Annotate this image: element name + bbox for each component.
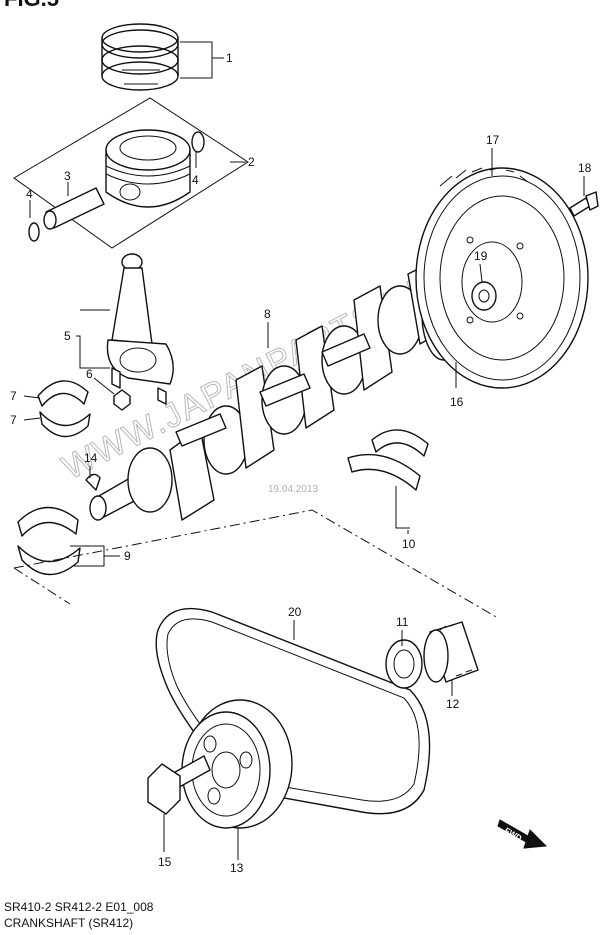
rod-nut (113, 389, 131, 411)
pin-circlip-left (28, 222, 40, 242)
callout-2: 2 (248, 155, 255, 169)
thrust-bearing-upper (371, 429, 429, 457)
callout-16: 16 (450, 395, 464, 409)
crank-pulley-bolt (147, 755, 211, 815)
timing-belt (155, 607, 431, 815)
callout-17: 17 (486, 133, 500, 147)
main-bearing-upper (17, 506, 79, 537)
piston-group-box (13, 97, 249, 249)
callout-11: 11 (396, 615, 409, 629)
callout-18: 18 (578, 161, 592, 175)
figure-label: FIG.5 (4, 0, 59, 12)
flywheel (415, 167, 589, 389)
conrod-bearing-upper (37, 380, 89, 407)
callout-7-upper: 7 (10, 389, 17, 403)
callout-12: 12 (446, 697, 460, 711)
connecting-rod (106, 253, 174, 405)
callout-13: 13 (230, 861, 244, 875)
piston-rings (101, 23, 179, 91)
callout-5: 5 (64, 329, 71, 343)
crank-pulley (181, 699, 293, 829)
callout-8: 8 (264, 307, 271, 321)
pin-circlip-right (191, 131, 205, 153)
woodruff-key (85, 473, 101, 491)
fwd-label: FWD (503, 826, 523, 843)
callout-7-lower: 7 (10, 413, 17, 427)
crank-timing-pulley (423, 621, 479, 683)
lower-group-box (13, 509, 499, 619)
callout-1: 1 (226, 51, 233, 65)
callout-14: 14 (84, 451, 98, 465)
leader-lines (23, 41, 585, 860)
callout-labels: 1 2 3 4 4 5 6 7 7 8 9 10 11 12 13 14 15 … (10, 51, 592, 875)
callout-15: 15 (158, 855, 172, 869)
watermark-date: 19.04.2013 (268, 484, 318, 495)
piston (105, 129, 191, 208)
main-bearing-lower (17, 545, 81, 576)
model-code: SR410-2 SR412-2 E01_008 (4, 900, 154, 914)
callout-19: 19 (474, 249, 488, 263)
callout-4-left: 4 (26, 187, 33, 201)
timing-belt-guide (385, 639, 423, 689)
assembly-name: CRANKSHAFT (SR412) (4, 916, 134, 930)
thrust-bearing-lower (347, 453, 421, 491)
conrod-bearing-lower (39, 411, 91, 438)
piston-pin (43, 187, 105, 230)
pilot-bearing (471, 281, 497, 311)
callout-4-right: 4 (192, 173, 199, 187)
flywheel-bolt (569, 191, 599, 217)
fwd-arrow-icon: FWD (497, 819, 548, 849)
callout-6: 6 (86, 367, 93, 381)
callout-3: 3 (64, 169, 71, 183)
callout-20: 20 (288, 605, 302, 619)
callout-9: 9 (124, 549, 131, 563)
callout-10: 10 (402, 537, 416, 551)
